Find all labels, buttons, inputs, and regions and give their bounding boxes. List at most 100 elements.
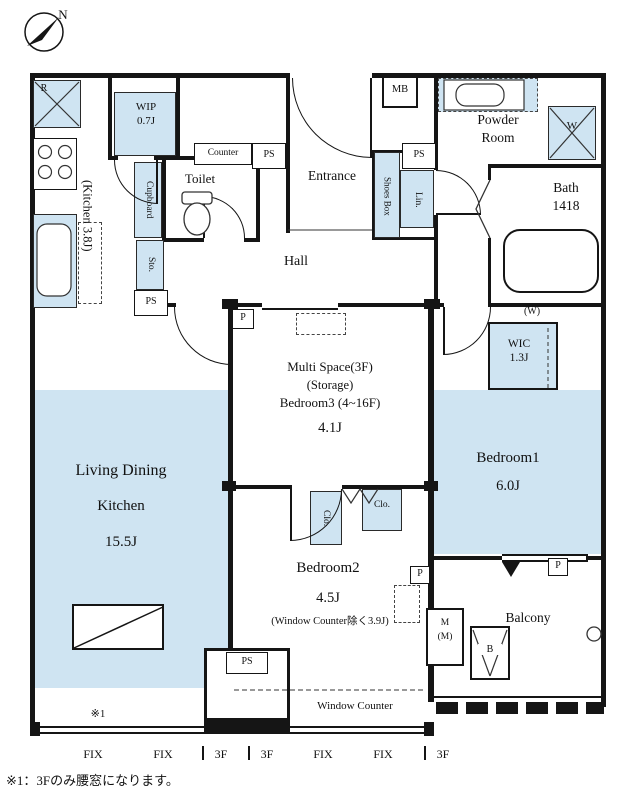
- p-box-2: [410, 566, 430, 584]
- bottom-label-fix-4: FIX: [373, 747, 393, 761]
- wall: [207, 718, 287, 732]
- multi-space-label-3: Bedroom3 (4~16F): [279, 395, 381, 410]
- shoes-box-label: Shoes Box: [382, 176, 393, 216]
- bedroom2-label: Bedroom2: [296, 560, 360, 576]
- window: [502, 560, 588, 562]
- window: [36, 726, 206, 728]
- bottom-label-3f-3: 3F: [436, 747, 450, 761]
- balcony-drain-icon: [586, 626, 602, 642]
- multi-space-size-label: 4.1J: [318, 420, 342, 436]
- ref1-label: ※1: [90, 708, 106, 720]
- door-arc-toilet: [203, 196, 245, 238]
- wic-size-label: 1.3J: [509, 352, 529, 364]
- meter-label-2: (M): [437, 632, 453, 642]
- balcony-railing: [496, 702, 518, 714]
- wall: [162, 158, 166, 242]
- wall: [601, 73, 606, 707]
- ldk-size-label: 15.5J: [104, 534, 138, 550]
- powder-room-label-1: Powder: [477, 112, 519, 127]
- wall: [228, 485, 292, 489]
- window: [290, 726, 430, 728]
- p-box-3: [548, 558, 568, 576]
- bedroom2-size-label: 4.5J: [316, 590, 340, 606]
- tick: [424, 746, 426, 760]
- hall-label: Hall: [283, 254, 309, 269]
- sto-label: Sto.: [145, 257, 156, 273]
- ps-box-3: [134, 290, 168, 316]
- door-arc-powder: [436, 170, 481, 215]
- p-label-1: P: [240, 312, 246, 323]
- wip-size-label: 0.7J: [136, 115, 156, 127]
- balcony-edge: [430, 696, 606, 698]
- multi-space-label-1: Multi Space(3F): [287, 359, 373, 374]
- p-box-1: [232, 309, 254, 329]
- wip-room: [114, 92, 176, 156]
- ldk-label-1: Living Dining: [75, 462, 167, 479]
- balcony-label: Balcony: [505, 610, 551, 625]
- powder-room-label-2: Room: [481, 130, 515, 145]
- washer-space: [548, 106, 596, 160]
- ps-label-3: PS: [145, 296, 157, 307]
- bottom-label-3f-2: 3F: [260, 747, 274, 761]
- closet2-label: Clo.: [373, 500, 391, 510]
- balcony-railing: [526, 702, 548, 714]
- bottom-label-fix-1: FIX: [83, 747, 103, 761]
- washer-label: W: [566, 120, 578, 132]
- balcony-railing: [436, 702, 458, 714]
- shoes-box: [374, 152, 400, 238]
- toilet-label: Toilet: [184, 171, 216, 186]
- bath-label: Bath: [553, 180, 579, 195]
- meter-label-1: M: [440, 618, 450, 628]
- wall: [488, 164, 491, 180]
- p-label-3: P: [555, 560, 561, 571]
- counter-box: [194, 143, 252, 165]
- kitchen-sink-counter: [33, 214, 77, 308]
- ps-label-2: PS: [413, 149, 425, 160]
- door-leaf: [203, 196, 205, 238]
- balcony-railing: [586, 702, 604, 714]
- wall: [372, 73, 606, 78]
- ps-label-4: PS: [241, 656, 253, 667]
- wall: [490, 303, 606, 307]
- wall: [162, 238, 204, 242]
- wall: [30, 73, 35, 735]
- entrance-label: Entrance: [308, 168, 356, 183]
- wall: [244, 238, 260, 242]
- wall: [434, 215, 438, 307]
- bedroom2-dashed: [394, 585, 420, 623]
- pillar: [424, 481, 438, 491]
- footnote: ※1：3Fのみ腰窓になります。: [6, 773, 179, 788]
- wall: [342, 485, 432, 489]
- wall: [256, 158, 260, 242]
- wall: [286, 73, 290, 233]
- counter-label: Counter: [207, 148, 239, 158]
- ps-box-2: [402, 143, 436, 169]
- bottom-label-fix-3: FIX: [313, 747, 333, 761]
- bedroom1-label: Bedroom1: [476, 450, 540, 466]
- linen-closet: [400, 170, 434, 228]
- mb-box: [382, 76, 418, 108]
- mb-label: MB: [391, 84, 409, 95]
- wall: [424, 722, 434, 736]
- tick: [202, 746, 204, 760]
- wall: [230, 303, 262, 307]
- kitchen-label: (Kitchen 3.8J): [80, 180, 95, 252]
- balcony-railing: [466, 702, 488, 714]
- door-arc-entrance: [292, 78, 372, 158]
- door-leaf: [370, 78, 372, 158]
- wall: [434, 73, 438, 170]
- wall: [372, 237, 438, 240]
- pillar: [222, 299, 238, 309]
- door-arc-bedroom1: [443, 307, 491, 355]
- bottom-label-3f-1: 3F: [214, 747, 228, 761]
- balcony-railing: [556, 702, 578, 714]
- window: [36, 732, 206, 734]
- door-leaf: [443, 307, 445, 355]
- tick: [248, 746, 250, 760]
- bedroom2-note-label: (Window Counter除く3.9J): [271, 616, 389, 627]
- ps-label-1: PS: [263, 149, 275, 160]
- kitchen-counter-dashed: [78, 222, 102, 304]
- balcony-access-triangle: [502, 562, 520, 577]
- wall: [228, 303, 233, 726]
